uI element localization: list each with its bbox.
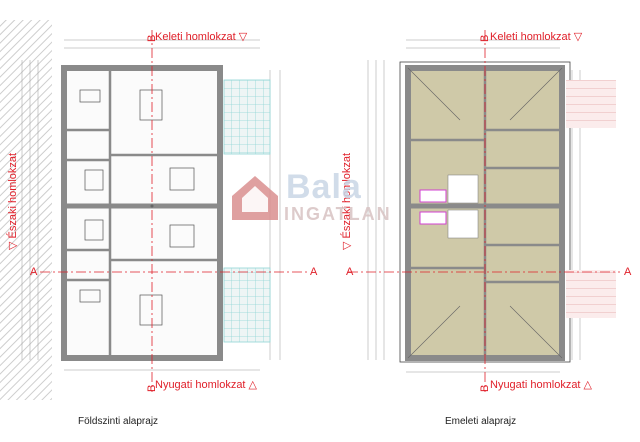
west-facade-label-left: Nyugati homlokzat △ (155, 379, 258, 391)
section-a-marker-left-2: A (310, 266, 318, 278)
bala-ingatlan-watermark: Bala INGATLAN (228, 168, 428, 232)
section-b-marker-left-top: B (146, 34, 158, 42)
ground-hatch-area (0, 20, 52, 400)
ground-floor-caption: Földszinti alaprajz (78, 416, 159, 427)
upper-floor-plan (348, 30, 620, 392)
section-a-marker-left-1: A (30, 266, 38, 278)
section-b-marker-left-bottom: B (146, 384, 158, 392)
watermark-brand-top: Bala (286, 168, 362, 206)
section-b-marker-right-bottom: B (479, 384, 491, 392)
ground-terrace-lower (223, 267, 271, 343)
east-facade-label-left: Keleti homlokzat ▽ (155, 31, 248, 43)
east-facade-label-right: Keleti homlokzat ▽ (490, 31, 583, 43)
west-facade-label-right: Nyugati homlokzat △ (490, 379, 593, 391)
house-logo-icon (232, 176, 278, 220)
upper-balcony-upper (566, 80, 616, 128)
section-b-marker-right-top: B (479, 34, 491, 42)
ground-building-walls (61, 65, 223, 361)
upper-floor-caption: Emeleti alaprajz (445, 416, 517, 427)
ground-terrace-upper (223, 79, 271, 155)
ground-floor-plan (0, 20, 310, 400)
upper-balcony-lower (566, 270, 616, 318)
section-a-marker-right-1: A (346, 266, 354, 278)
watermark-brand-bottom: INGATLAN (284, 204, 392, 224)
section-a-marker-right-2: A (624, 266, 632, 278)
north-facade-label-left: ▽ Északi homlokzat (7, 152, 19, 250)
